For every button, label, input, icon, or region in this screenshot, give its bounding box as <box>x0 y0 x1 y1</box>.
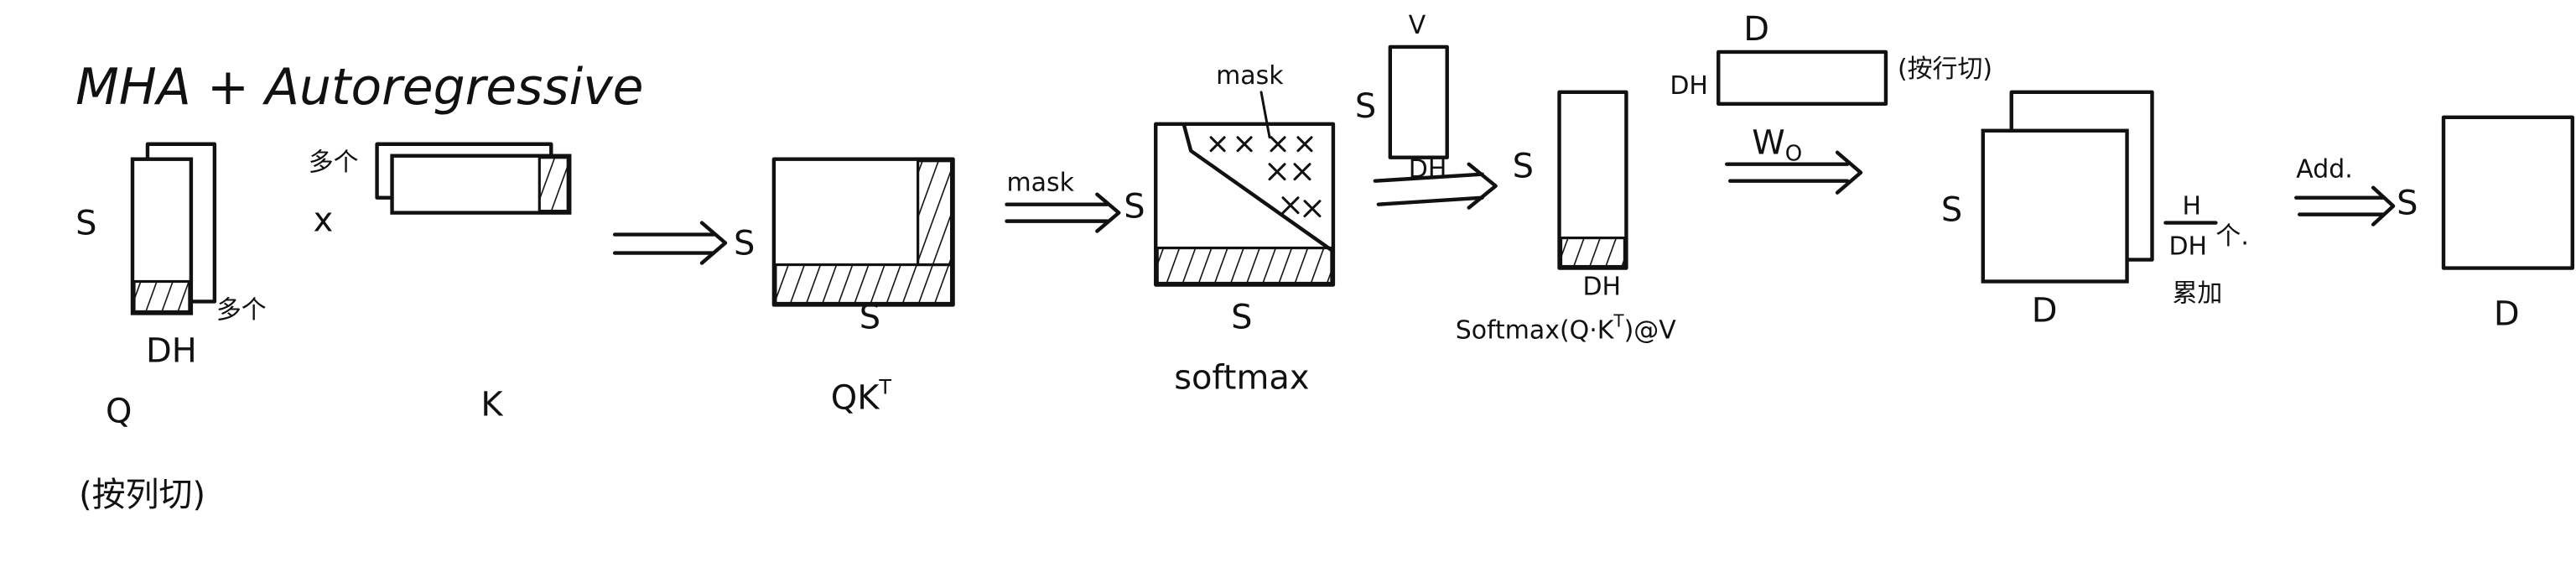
q-block: S 多个 DH Q (按列切) <box>75 142 267 514</box>
wo-note: (按行切) <box>1898 55 1992 84</box>
q-last-row-hatch <box>132 279 191 314</box>
qkt-last-col-hatch <box>917 159 953 267</box>
softmax-name: softmax <box>1174 358 1309 397</box>
softmax-rows-label: S <box>1124 188 1145 227</box>
sum-label: 累加 <box>2172 279 2222 308</box>
arrow-to-qkt <box>612 221 728 265</box>
final-matrix <box>2441 115 2574 270</box>
v-matrix <box>1388 44 1449 159</box>
proj-cols-label: D <box>2032 291 2058 330</box>
head-count-unit: 个. <box>2215 222 2248 252</box>
softmax-cols-label: S <box>1231 298 1252 336</box>
q-rows-label: S <box>75 205 96 243</box>
wo-block: D DH (按行切) WO <box>1670 10 1992 195</box>
attn-out-matrix <box>1557 90 1628 270</box>
mask-arrow-label: mask <box>1006 169 1074 198</box>
softmax-last-row-hatch <box>1156 246 1333 285</box>
add-arrow-label: Add. <box>2296 155 2352 185</box>
attn-out-cols-label: DH <box>1582 272 1621 301</box>
q-heads-label: 多个 <box>216 295 267 325</box>
v-name: V <box>1409 11 1426 40</box>
v-block: V S DH <box>1355 11 1498 210</box>
head-count-numerator: H <box>2182 192 2201 221</box>
final-rows-label: S <box>2397 185 2418 223</box>
qkt-matrix <box>771 157 955 307</box>
qkt-rows-label: S <box>734 225 755 263</box>
proj-head-front <box>1981 128 2129 284</box>
qkt-last-row-hatch <box>774 263 953 305</box>
attn-out-rows-label: S <box>1513 148 1534 186</box>
head-count-denominator: DH <box>2168 232 2207 262</box>
qkt-name: QKT <box>831 375 892 417</box>
mask-arrow: mask <box>1005 169 1121 233</box>
attn-out-block: S DH Softmax(Q·KT)@V <box>1456 90 1677 345</box>
proj-rows-label: S <box>1941 191 1962 230</box>
add-arrow: Add. <box>2294 155 2396 227</box>
k-last-col-hatch <box>538 156 569 213</box>
final-cols-label: D <box>2494 294 2520 333</box>
softmax-block: S mask S softmax <box>1124 61 1336 397</box>
wo-matrix <box>1716 49 1888 107</box>
q-cols-label: DH <box>146 331 197 370</box>
attn-out-formula: Softmax(Q·KT)@V <box>1456 310 1677 345</box>
attn-out-last-row-hatch <box>1559 236 1627 268</box>
masked-x-marks <box>1209 136 1322 218</box>
k-times-label: x <box>314 201 334 240</box>
arrow-to-attn-out <box>1467 162 1498 210</box>
wo-cols-label: D <box>1743 10 1769 49</box>
q-name: Q <box>106 392 132 430</box>
proj-block: S D H DH 个. 累加 <box>1941 90 2249 330</box>
mask-pointer-arrow <box>1259 91 1271 139</box>
q-note: (按列切) <box>79 476 205 514</box>
qkt-block: S S QKT <box>734 157 955 417</box>
arrow-to-proj <box>1835 150 1863 195</box>
k-name: K <box>480 385 504 424</box>
wo-rows-label: DH <box>1670 71 1708 101</box>
qkt-cols-label: S <box>860 298 880 336</box>
wo-arrow-label: WO <box>1752 124 1802 167</box>
final-block: S D <box>2397 115 2574 333</box>
mask-label: mask <box>1216 61 1284 91</box>
causal-mask-diagonal <box>1182 123 1336 253</box>
v-rows-label: S <box>1355 87 1376 126</box>
diagram-title: MHA + Autoregressive <box>75 58 643 117</box>
softmax-matrix <box>1154 122 1336 287</box>
k-heads-label: 多个 <box>309 148 359 178</box>
k-block: 多个 x K <box>309 142 572 424</box>
